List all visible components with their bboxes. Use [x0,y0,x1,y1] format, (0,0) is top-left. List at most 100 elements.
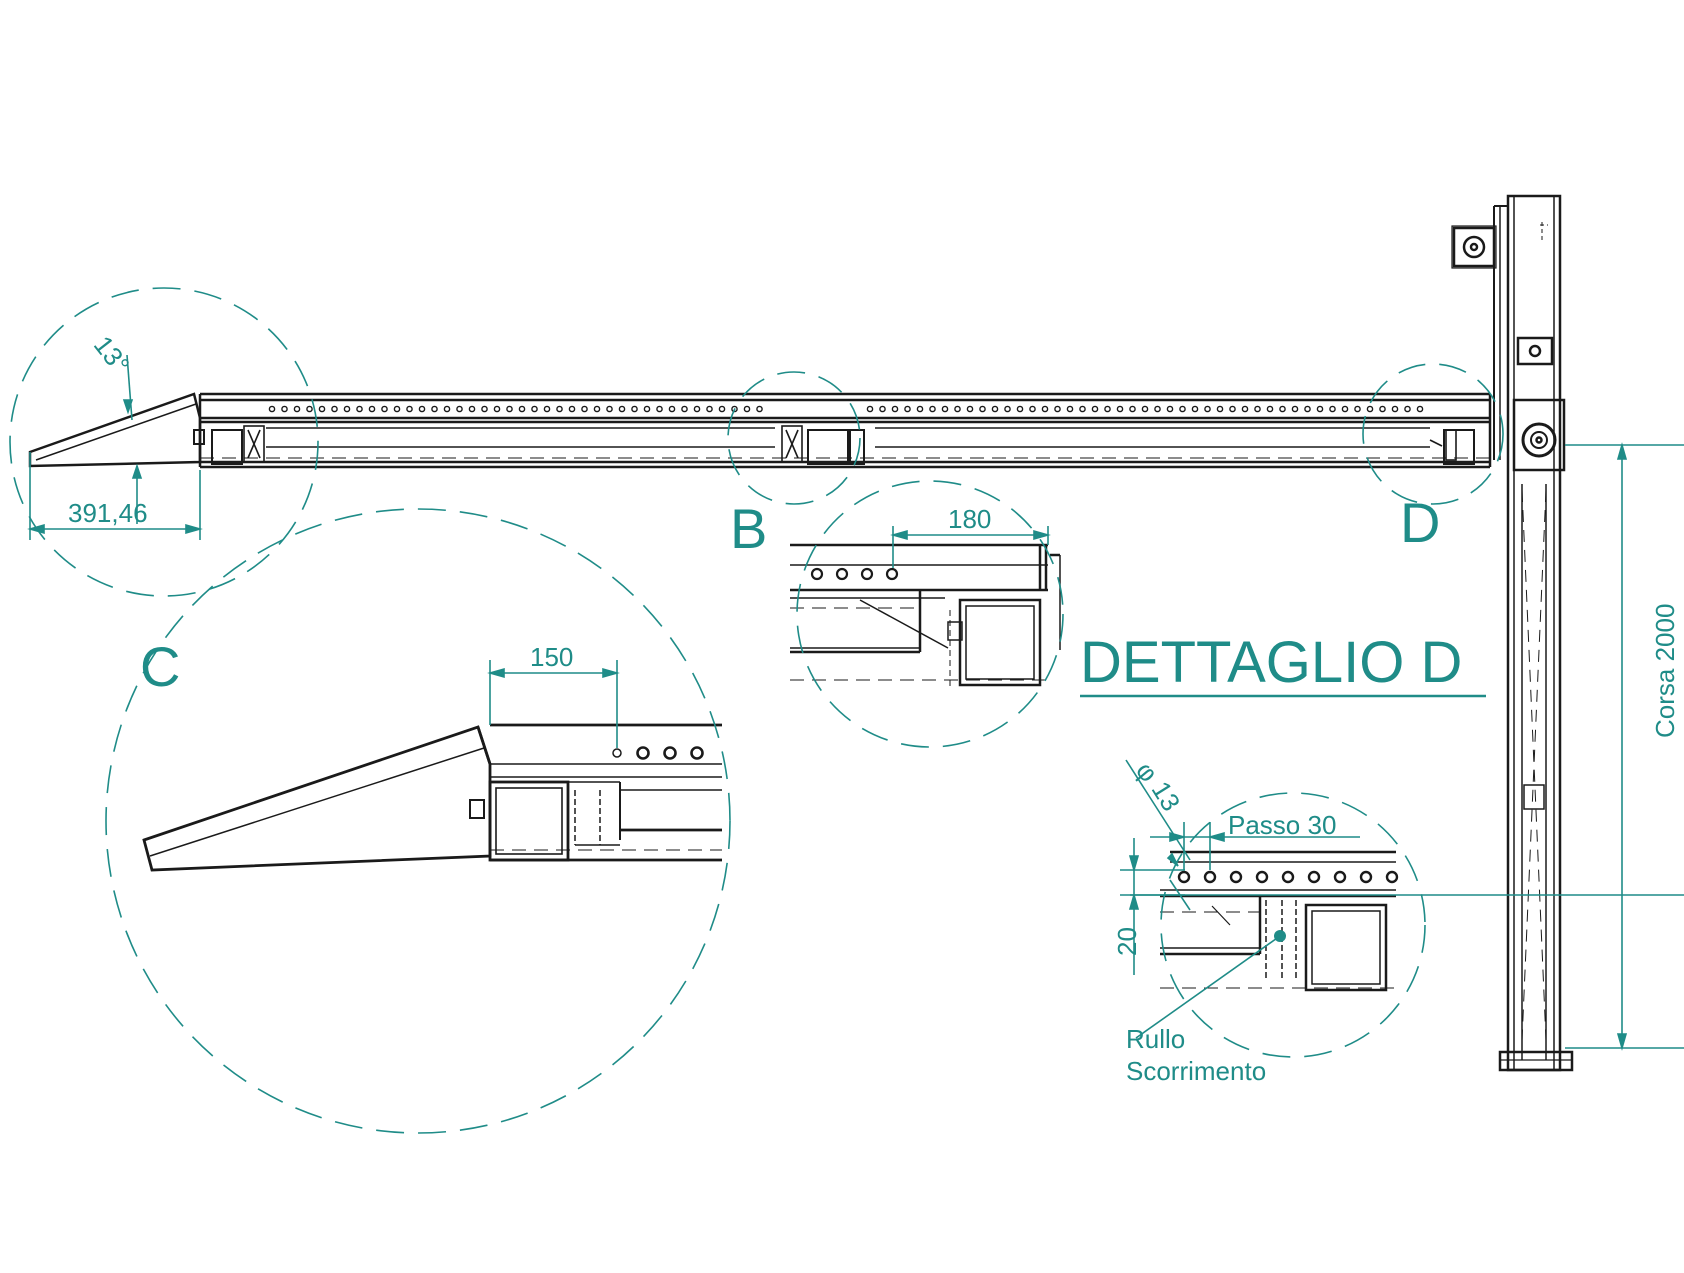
beam-hole [1116,405,1124,413]
beam-hole [891,405,899,413]
beam-hole [1291,405,1299,413]
roller-label-line1: Rullo [1126,1024,1185,1054]
beam-hole [606,405,613,413]
beam-hole [1141,405,1149,413]
beam-hole [718,405,726,413]
marker-c-label: C [140,635,180,698]
dimension-180-label: 180 [948,504,991,534]
circle-c-detail [105,508,731,1134]
beam-hole [318,405,326,413]
beam-hole [1229,405,1236,413]
beam-hole [1041,405,1049,413]
beam-hole [916,405,924,413]
roller-point [1274,930,1286,942]
beam-hole [356,405,363,413]
beam-hole [668,405,676,413]
beam-hole [1266,405,1274,413]
beam-hole [1241,405,1249,413]
main-beam [198,392,1492,469]
beam-hole [468,405,476,413]
beam-hole [381,405,388,413]
detail-circles [9,287,1504,1134]
beam-hole [743,405,751,413]
beam-hole [1066,405,1074,413]
beam-hole [368,405,376,413]
beam-hole [643,405,651,413]
circle-d-callout [1362,363,1504,505]
beam-hole [731,405,738,413]
beam-hole [481,405,488,413]
beam-hole [331,405,338,413]
beam-hole [556,405,563,413]
beam-hole [406,405,413,413]
circle-b-detail [796,480,1064,748]
beam-hole [593,405,601,413]
beam-hole [1166,405,1174,413]
beam-hole [1341,405,1349,413]
beam-hole [904,405,911,413]
stroke-label: Corsa 2000 [1650,604,1680,738]
beam-hole-row [268,405,1424,413]
detail-d-drawing [1160,850,1399,992]
beam-hole [1216,405,1224,413]
hole-diameter-label: 13 [1146,776,1187,816]
beam-hole [756,405,763,413]
marker-d-label: D [1400,491,1440,554]
roller-assemblies [243,425,1457,463]
beam-hole [281,405,288,413]
beam-hole [543,405,551,413]
beam-hole [1104,405,1111,413]
beam-hole [568,405,576,413]
beam-hole [979,405,986,413]
marker-b-label: B [730,497,767,560]
beam-hole [1304,405,1311,413]
beam-hole [631,405,638,413]
beam-hole [268,405,276,413]
beam-hole [954,405,961,413]
beam-hole [1004,405,1011,413]
pitch-label: Passo 30 [1228,810,1336,840]
detail-c-drawing [142,723,722,872]
beam-hole [1204,405,1211,413]
beam-hole [1354,405,1361,413]
beam-hole [1091,405,1099,413]
beam-hole [518,405,526,413]
beam-hole [656,405,663,413]
beam-hole [418,405,426,413]
beam-hole [706,405,713,413]
top-bracket [1451,225,1497,269]
beam-hole [581,405,588,413]
height-20-label: 20 [1112,927,1142,956]
beam-hole [1279,405,1286,413]
beam-hole [1129,405,1136,413]
beam-hole [1379,405,1386,413]
beam-hole [1029,405,1036,413]
beam-hole [866,405,874,413]
beam-hole [506,405,513,413]
beam-hole [879,405,886,413]
beam-hole [1329,405,1336,413]
beam-hole [693,405,701,413]
beam-hole [1179,405,1186,413]
beam-hole [1016,405,1024,413]
beam-hole [393,405,401,413]
vertical-column [1493,194,1574,1072]
beam-hole [1391,405,1399,413]
beam-hole [966,405,974,413]
beam-hole [293,405,301,413]
dimension-lines [27,354,1684,1051]
beam-hole [929,405,936,413]
beam-hole [1079,405,1086,413]
beam-hole [431,405,438,413]
beam-hole [1191,405,1199,413]
roller-label-line2: Scorrimento [1126,1056,1266,1086]
detail-b-drawing [790,543,1061,690]
beam-hole [531,405,538,413]
carriage [1512,336,1566,472]
beam-hole [1154,405,1161,413]
dimension-150-label: 150 [530,642,573,672]
beam-hole [493,405,501,413]
beam-hole [1404,405,1411,413]
detail-d-title: DETTAGLIO D [1080,630,1462,695]
